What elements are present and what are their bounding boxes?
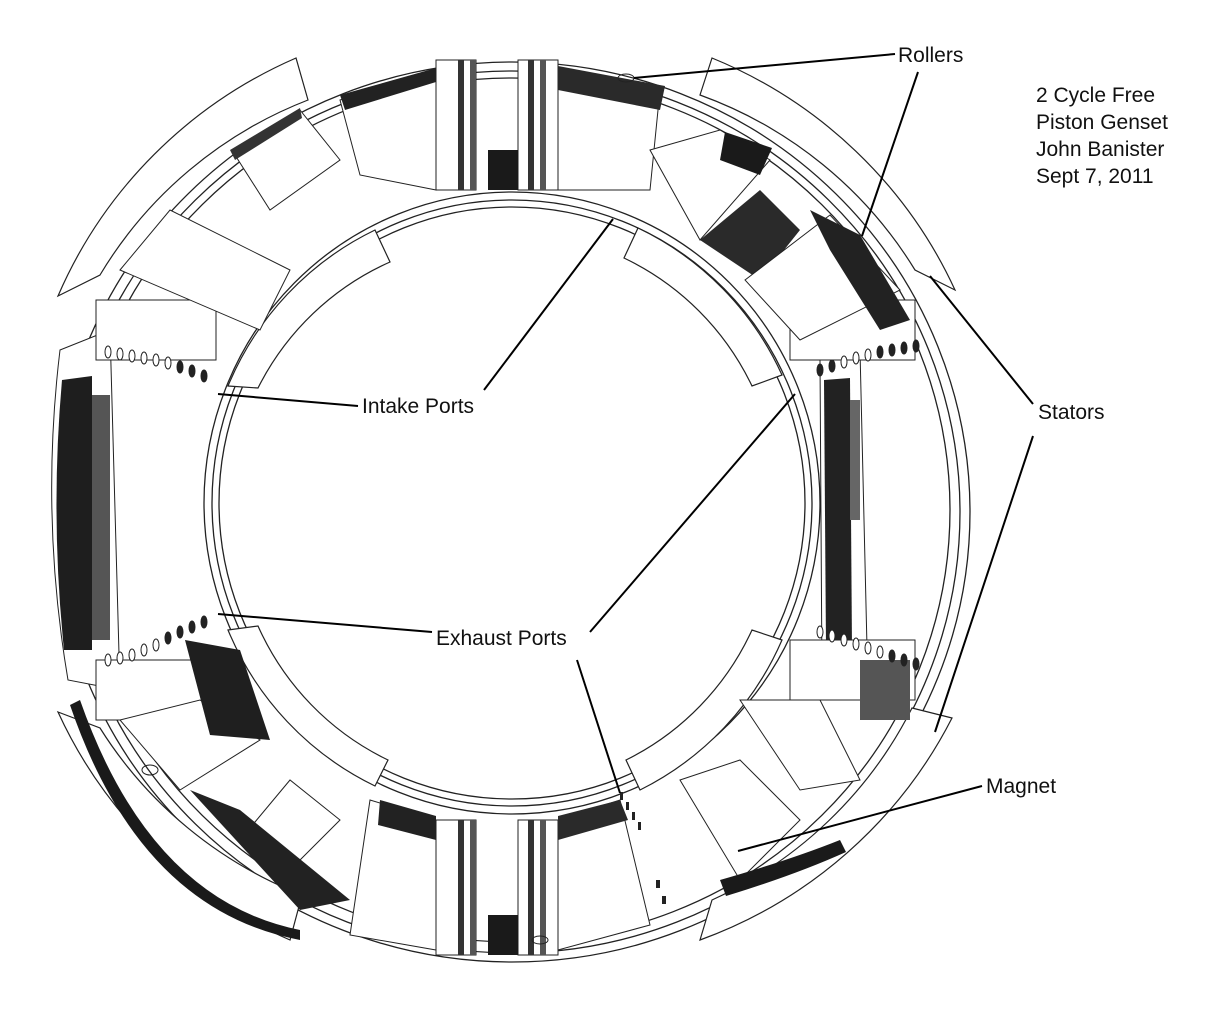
inner-stator-bl — [227, 625, 389, 787]
leader-stators-1 — [929, 275, 1034, 405]
exhaust-port-holes-bottom — [620, 792, 666, 904]
leader-intake-1 — [217, 393, 359, 407]
inner-stator-tr — [623, 227, 783, 387]
cylinder-left — [51, 299, 217, 721]
exhaust-port-holes-left — [104, 615, 208, 667]
label-magnet: Magnet — [986, 775, 1056, 798]
cylinder-top-right — [649, 129, 910, 341]
stator-bottom-left — [56, 710, 303, 941]
leader-lines — [217, 53, 1034, 852]
title-block: 2 Cycle Free Piston Genset John Banister… — [1036, 84, 1168, 188]
cylinder-top — [339, 59, 665, 191]
inner-rings — [203, 191, 821, 815]
leader-exhaust-2 — [589, 393, 796, 633]
inner-stators — [227, 227, 783, 791]
cylinder-top-left — [119, 108, 341, 331]
inner-stator-br — [625, 629, 783, 791]
leader-exhaust-3 — [576, 659, 621, 794]
title-line-1: 2 Cycle Free — [1036, 84, 1155, 107]
stators — [56, 57, 957, 941]
cylinder-bottom — [349, 799, 651, 956]
intake-port-holes-left — [104, 345, 208, 383]
labels: Rollers Intake Ports Stators Exhaust Por… — [362, 44, 1105, 798]
label-exhaust-ports: Exhaust Ports — [436, 627, 567, 650]
leader-stators-2 — [934, 435, 1034, 733]
leader-rollers-1 — [633, 53, 896, 79]
label-intake-ports: Intake Ports — [362, 395, 474, 418]
title-line-2: Piston Genset — [1036, 111, 1168, 134]
label-stators: Stators — [1038, 401, 1105, 424]
leader-rollers-2 — [861, 71, 919, 237]
intake-port-holes-right — [816, 339, 920, 377]
cylinder-bottom-right — [679, 660, 910, 896]
title-line-3: John Banister — [1036, 138, 1164, 161]
cylinder-bottom-left — [70, 640, 350, 940]
label-rollers: Rollers — [898, 44, 963, 67]
leader-exhaust-1 — [217, 613, 433, 633]
leader-magnet — [737, 785, 983, 852]
cylinder-right — [789, 299, 916, 701]
stator-top-right — [699, 57, 957, 292]
exhaust-port-holes-right — [816, 625, 920, 671]
leader-intake-2 — [483, 218, 614, 391]
stator-top-left — [56, 57, 309, 298]
title-line-4: Sept 7, 2011 — [1036, 165, 1154, 188]
